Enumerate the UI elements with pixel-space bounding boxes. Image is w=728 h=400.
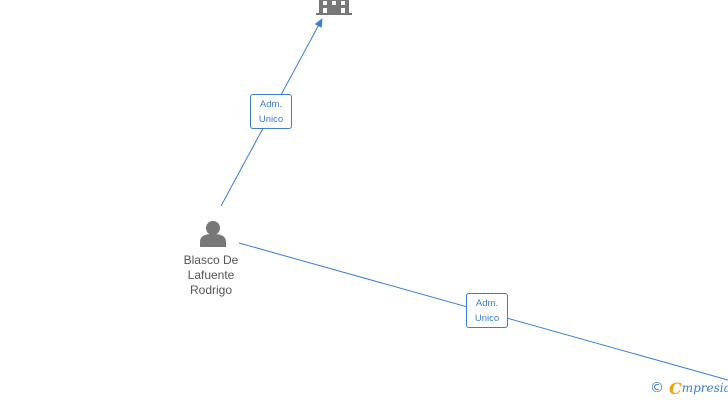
edge-label-line: Unico: [258, 114, 284, 125]
edge-label-line: Adm.: [259, 99, 283, 110]
person-name-line: Blasco De: [183, 253, 239, 267]
brand-logo-text: mpresia: [681, 381, 728, 395]
empresia-watermark: © C mpresia: [650, 378, 728, 398]
edge-label-role[interactable]: Adm. Unico: [250, 94, 292, 129]
person-name-line: Lafuente: [187, 268, 235, 282]
edge-label-line: Adm.: [475, 298, 499, 309]
edge-label-role[interactable]: Adm. Unico: [466, 293, 508, 328]
brand-logo-initial: C: [669, 378, 682, 398]
building-icon[interactable]: [316, 0, 352, 15]
edge-label-line: Unico: [474, 313, 500, 324]
copyright-icon: ©: [650, 380, 664, 396]
person-name-line: Rodrigo: [189, 283, 233, 297]
person-icon[interactable]: [200, 221, 226, 247]
person-name-label[interactable]: Blasco De Lafuente Rodrigo: [166, 253, 256, 298]
